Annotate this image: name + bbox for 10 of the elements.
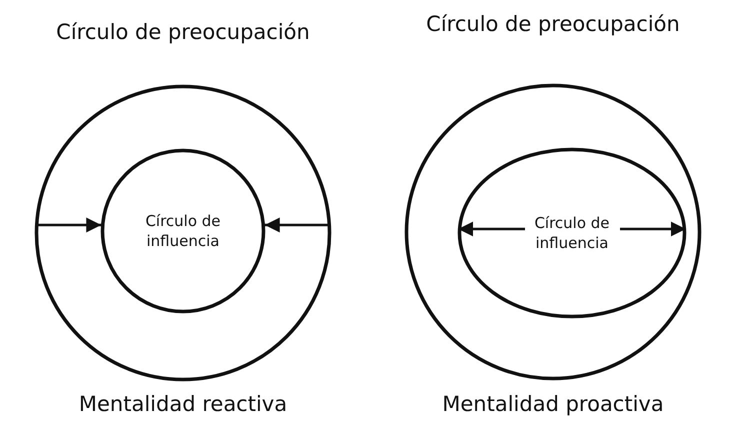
arrow (458, 222, 525, 236)
mindset-caption: Mentalidad proactiva (442, 392, 664, 416)
arrow (620, 222, 686, 236)
circle-title: Círculo de preocupación (56, 20, 310, 44)
circle-title: Círculo de preocupación (426, 12, 680, 36)
mindset-caption: Mentalidad reactiva (78, 392, 288, 416)
arrow (264, 218, 330, 232)
arrow (35, 218, 102, 232)
circle-label: Círculo de influencia (533, 212, 611, 254)
circle-label: Círculo de influencia (144, 210, 222, 252)
